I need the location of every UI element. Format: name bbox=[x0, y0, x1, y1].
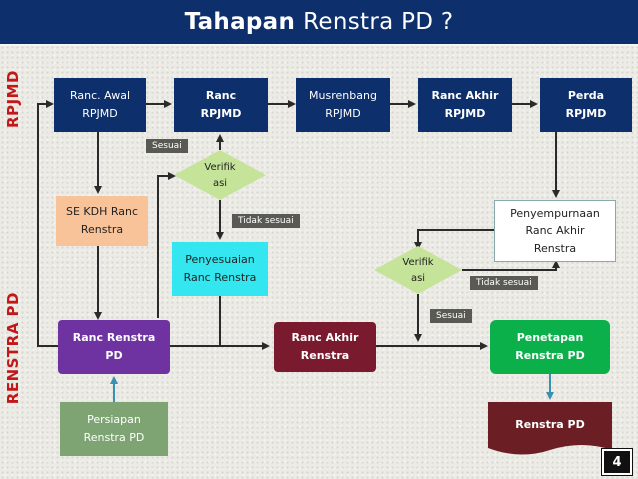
title-rest: Renstra PD ? bbox=[303, 9, 454, 35]
box-penetapan-renstra-pd: Penetapan Renstra PD bbox=[490, 320, 610, 374]
box-musrenbang-rpjmd: Musrenbang RPJMD bbox=[296, 78, 390, 132]
arrow-verif2-to-penyempurnaan bbox=[462, 260, 560, 271]
box-ranc-akhir-rpjmd-label: Ranc Akhir RPJMD bbox=[431, 89, 499, 120]
decision-label-verifikasi-2: Verifik asi bbox=[402, 257, 434, 284]
decision-diamond-1 bbox=[174, 150, 266, 200]
box-ranc-awal-rpjmd: Ranc. Awal RPJMD bbox=[54, 78, 146, 132]
page-number-badge: 4 bbox=[601, 448, 633, 476]
box-penyesuaian-ranc-renstra-label: Penyesuaian Ranc Renstra bbox=[183, 253, 257, 284]
document-label-renstra-pd: Renstra PD bbox=[515, 418, 585, 431]
box-penyempurnaan-ranc-akhir-label: Penyempurnaan Ranc Akhir Renstra bbox=[510, 206, 600, 255]
arrow-penyempurnaan-to-verif2 bbox=[414, 229, 494, 250]
box-perda-rpjmd: Perda RPJMD bbox=[540, 78, 632, 132]
decision-label-verifikasi-1: Verifik asi bbox=[204, 162, 236, 189]
box-penetapan-renstra-pd-label: Penetapan Renstra PD bbox=[515, 331, 585, 362]
document-shape-renstra-pd bbox=[488, 402, 612, 455]
box-musrenbang-rpjmd-label: Musrenbang RPJMD bbox=[309, 89, 377, 120]
box-ranc-akhir-renstra-label: Ranc Akhir Renstra bbox=[291, 331, 359, 362]
tag-sesuai-1: Sesuai bbox=[146, 139, 188, 153]
box-penyesuaian-ranc-renstra: Penyesuaian Ranc Renstra bbox=[172, 242, 268, 296]
box-ranc-renstra-pd: Ranc Renstra PD bbox=[58, 320, 170, 374]
title-bold: Tahapan bbox=[184, 9, 296, 35]
arrow-rancrenstra-to-awal bbox=[37, 100, 58, 347]
box-persiapan-renstra-pd-label: Persiapan Renstra PD bbox=[83, 413, 145, 444]
arrow-rancrenstra-to-verif1 bbox=[157, 172, 176, 318]
box-se-kdh-ranc-renstra-label: SE KDH Ranc Renstra bbox=[65, 205, 139, 236]
box-ranc-renstra-pd-label: Ranc Renstra PD bbox=[72, 331, 156, 362]
box-ranc-awal-rpjmd-label: Ranc. Awal RPJMD bbox=[69, 89, 131, 120]
box-se-kdh-ranc-renstra: SE KDH Ranc Renstra bbox=[56, 196, 148, 246]
box-ranc-akhir-renstra: Ranc Akhir Renstra bbox=[274, 322, 376, 372]
box-ranc-rpjmd: Ranc RPJMD bbox=[174, 78, 268, 132]
box-ranc-akhir-rpjmd: Ranc Akhir RPJMD bbox=[418, 78, 512, 132]
box-perda-rpjmd-label: Perda RPJMD bbox=[565, 89, 607, 120]
box-persiapan-renstra-pd: Persiapan Renstra PD bbox=[60, 402, 168, 456]
box-penyempurnaan-ranc-akhir: Penyempurnaan Ranc Akhir Renstra bbox=[494, 200, 616, 262]
tag-tidak-sesuai-1: Tidak sesuai bbox=[232, 214, 300, 228]
tag-tidak-sesuai-2: Tidak sesuai bbox=[470, 276, 538, 290]
title-bar: Tahapan Renstra PD ? bbox=[0, 0, 638, 46]
tag-sesuai-2: Sesuai bbox=[430, 309, 472, 323]
box-ranc-rpjmd-label: Ranc RPJMD bbox=[200, 89, 242, 120]
decision-diamond-2 bbox=[374, 246, 462, 294]
